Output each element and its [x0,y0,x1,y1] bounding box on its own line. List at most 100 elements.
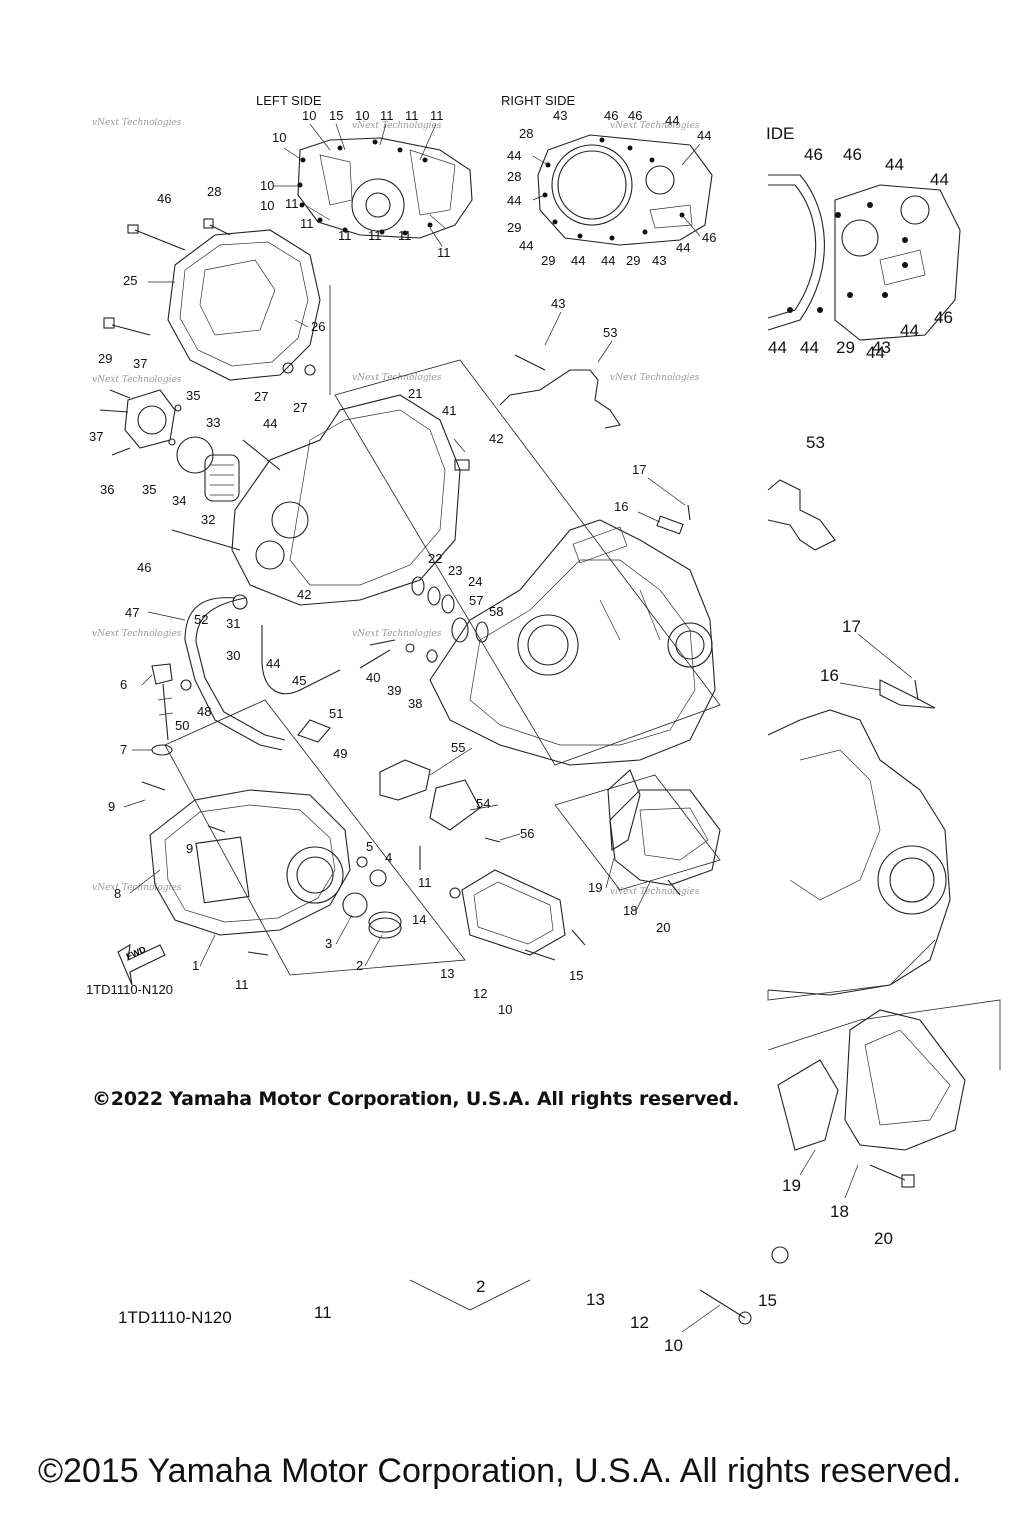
callout-label: 44 [601,253,615,268]
callout-label: 12 [630,1313,649,1332]
callout-label: 2 [476,1277,485,1296]
callout-label: 42 [489,431,503,446]
callout-label: 40 [366,670,380,685]
watermark: vNext Technologies [610,887,700,897]
callout-label: 11 [300,216,314,231]
callout-label: 33 [206,415,220,430]
callout-label: 46 [157,191,171,206]
breather-hose [184,594,341,751]
callout-label: 21 [408,386,422,401]
right-side-callouts: 43 46 46 44 28 44 28 44 29 44 29 44 44 2… [507,108,716,268]
callout-label: 41 [442,403,456,418]
callout-label: 30 [226,648,240,663]
callout-label: 43 [553,108,567,123]
callout-label: 15 [758,1291,777,1310]
callout-label: 44 [900,321,919,340]
callout-label: 27 [254,389,268,404]
callout-label: 45 [292,673,306,688]
leader-lines [123,281,686,967]
callout-label: 10 [260,198,274,213]
zoomed-detail-view [409,174,1001,1325]
callout-label: 29 [541,253,555,268]
callout-label: 11 [285,196,299,211]
callout-label: 11 [235,977,249,992]
callout-label: 13 [586,1290,605,1309]
callout-label: 20 [874,1229,893,1248]
callout-label: 43 [652,253,666,268]
callout-label: 14 [412,912,426,927]
callout-label: 37 [89,429,103,444]
callout-label: 11 [418,875,432,890]
callout-label: 10 [272,130,286,145]
callout-label: 17 [632,462,646,477]
callout-label: 53 [603,325,617,340]
callout-label: 13 [440,966,454,981]
callout-label: 31 [226,616,240,631]
callout-label: 44 [800,338,819,357]
callout-label: 12 [473,986,487,1001]
fwd-arrow-icon: FWD [117,944,166,986]
callout-label: 27 [293,400,307,415]
crankcase-left-half [171,394,470,606]
callout-label: 11 [314,1303,332,1322]
callout-label: 10 [302,108,316,123]
callout-label: 11 [380,108,394,123]
callout-label: 19 [588,880,602,895]
callout-label: 50 [175,718,189,733]
callout-label: 29 [626,253,640,268]
right-side-crankcase-view [537,134,713,246]
callout-label: 16 [614,499,628,514]
callout-label: 44 [507,193,521,208]
zoomed-callouts: 46 46 44 44 44 46 44 44 29 43 44 53 17 1… [314,145,953,1355]
callout-label: 22 [428,551,442,566]
callout-label: 28 [207,184,221,199]
callout-label: 11 [338,228,352,243]
callout-label: 44 [266,656,280,671]
callout-label: 15 [329,108,343,123]
callout-label: 23 [448,563,462,578]
callout-label: 46 [137,560,151,575]
callout-label: 11 [437,245,451,260]
callout-label: 1 [192,958,199,973]
watermark: vNext Technologies [92,118,182,128]
crankcase-right-half [429,519,716,766]
callout-label: 51 [329,706,343,721]
callout-label: 15 [569,968,583,983]
copyright-2015: ©2015 Yamaha Motor Corporation, U.S.A. A… [38,1452,962,1490]
callout-label: 11 [405,108,419,123]
callout-label: 58 [489,604,503,619]
callout-label: 10 [498,1002,512,1017]
callout-label: 57 [469,593,483,608]
callout-label: 24 [468,574,482,589]
callout-label: 9 [108,799,115,814]
callout-label: 35 [186,388,200,403]
callout-label: 10 [355,108,369,123]
right-side-heading: RIGHT SIDE [501,93,575,108]
left-side-crankcase-view [297,137,473,239]
callout-label: 20 [656,920,670,935]
watermark: vNext Technologies [92,629,182,639]
callout-label: 36 [100,482,114,497]
callout-label: 44 [697,128,711,143]
callout-label: 52 [194,612,208,627]
callout-label: 53 [806,433,825,452]
callout-label: 43 [551,296,565,311]
callout-label: 10 [260,178,274,193]
callout-label: 44 [866,343,885,362]
callout-label: 39 [387,683,401,698]
side-heading-fragment: IDE [766,124,794,143]
callout-label: 46 [702,230,716,245]
main-callouts: 46 28 25 26 29 27 27 37 35 33 37 36 35 3… [89,184,670,1017]
callout-label: 16 [820,666,839,685]
callout-label: 44 [571,253,585,268]
callout-label: 5 [366,839,373,854]
callout-label: 55 [451,740,465,755]
callout-label: 46 [628,108,642,123]
callout-label: 29 [507,220,521,235]
callout-label: 56 [520,826,534,841]
callout-label: 47 [125,605,139,620]
crankcase-cover-left [167,229,321,381]
callout-label: 29 [836,338,855,357]
callout-label: 28 [507,169,521,184]
